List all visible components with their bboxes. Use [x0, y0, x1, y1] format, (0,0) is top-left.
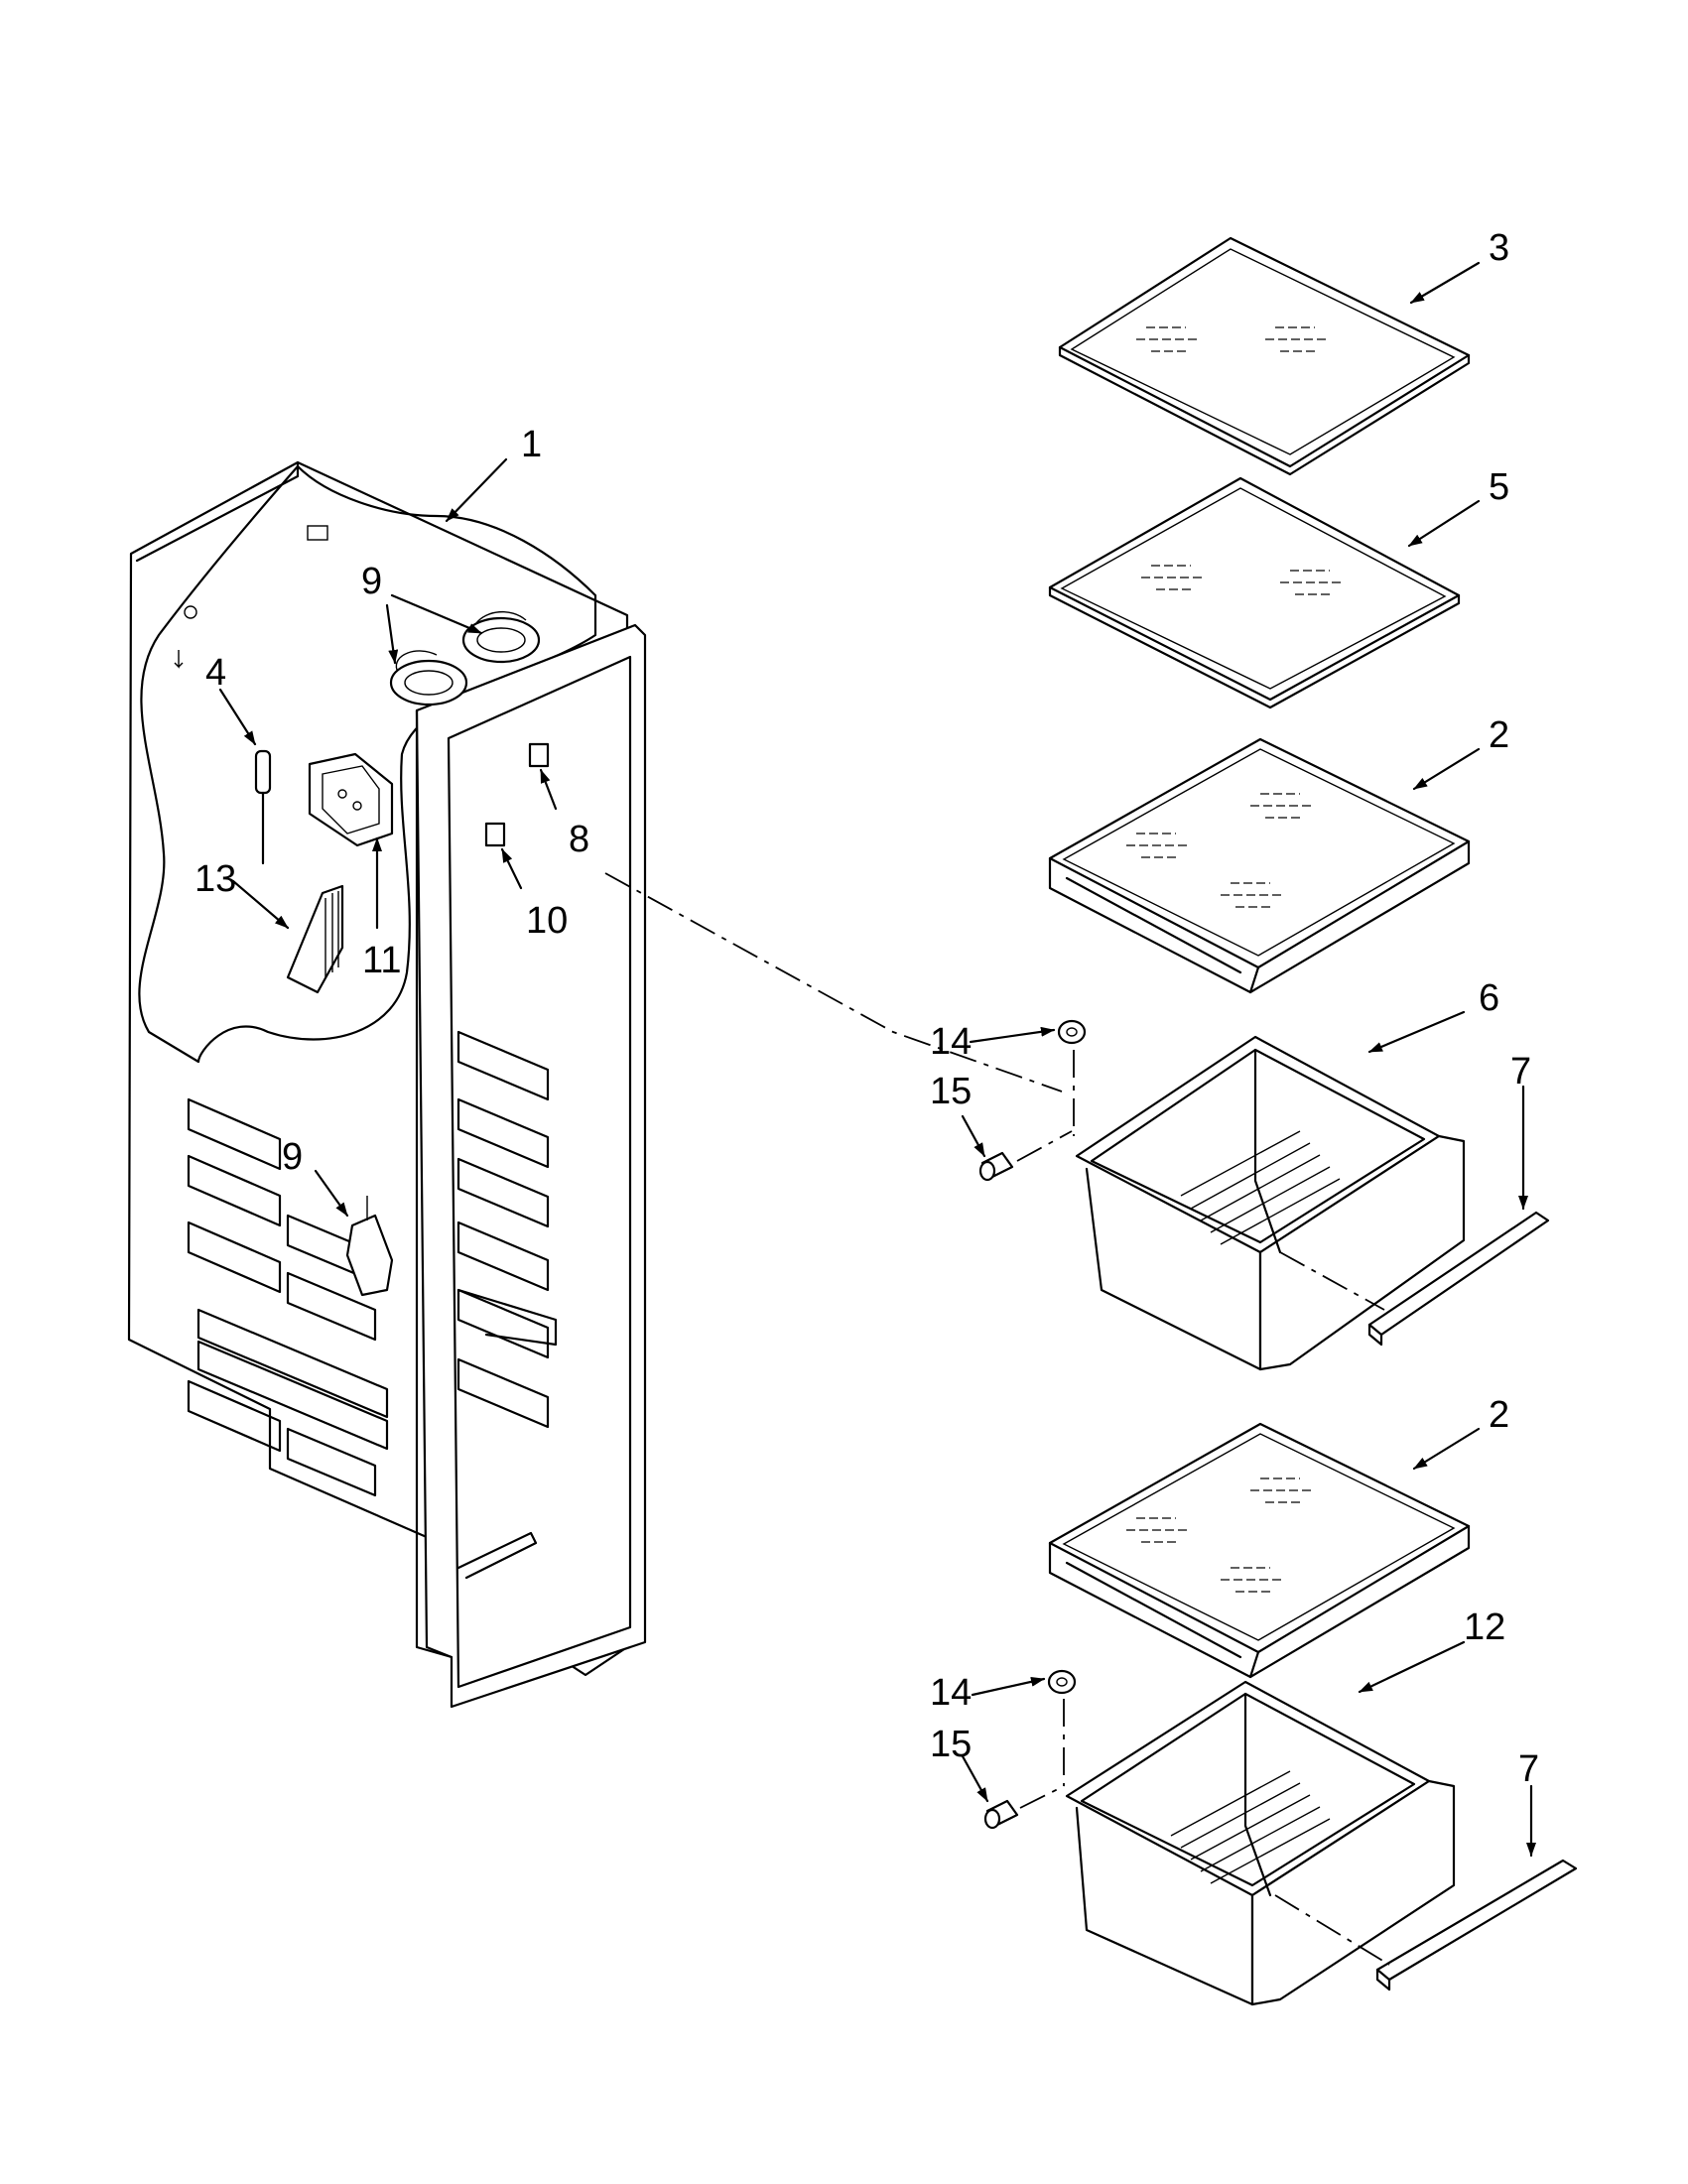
drawer-rail-lower: [1375, 1859, 1578, 1991]
callout-9-lower: 9: [282, 1136, 303, 1178]
callout-2-upper: 2: [1489, 714, 1509, 756]
light-assembly-lower: [345, 1196, 394, 1297]
thermistor-probe: [254, 749, 272, 865]
switch-upper: [528, 742, 550, 768]
callout-9-upper: 9: [361, 561, 382, 602]
switch-lower: [484, 822, 506, 847]
callout-8: 8: [569, 819, 589, 860]
glass-shelf-5: [1048, 476, 1461, 709]
callout-10: 10: [526, 900, 568, 942]
callout-4: 4: [205, 652, 226, 694]
right-wall-openings: [456, 1030, 558, 1429]
crisper-drawer-lower: [1065, 1680, 1456, 2006]
light-socket-upper-right: [461, 611, 541, 664]
glass-shelf-3: [1058, 236, 1471, 476]
roller-lower: [1047, 1669, 1077, 1695]
callout-14-upper: 14: [930, 1021, 972, 1063]
control-housing: [308, 752, 394, 847]
callout-13: 13: [195, 858, 236, 900]
callout-1: 1: [521, 424, 542, 465]
air-duct-cover: [286, 884, 344, 994]
light-socket-upper-left: [389, 650, 468, 707]
callout-6: 6: [1479, 977, 1499, 1019]
crisper-cover-lower: [1048, 1422, 1471, 1679]
callout-7-lower: 7: [1518, 1748, 1539, 1790]
leader-lines: [218, 261, 1536, 1858]
left-wall-openings: [187, 1097, 389, 1497]
callout-2-lower: 2: [1489, 1394, 1509, 1436]
callout-3: 3: [1489, 227, 1509, 269]
screw-upper: [978, 1151, 1014, 1182]
callout-7-upper: 7: [1510, 1051, 1531, 1092]
callout-5: 5: [1489, 466, 1509, 508]
refrigerator-liner: [127, 460, 647, 1709]
drawer-rail-upper: [1367, 1211, 1550, 1347]
callout-15-lower: 15: [930, 1724, 972, 1765]
callout-15-upper: 15: [930, 1071, 972, 1112]
crisper-drawer-upper: [1075, 1035, 1466, 1371]
callout-14-lower: 14: [930, 1672, 972, 1714]
screw-lower: [983, 1799, 1019, 1830]
crisper-cover-upper: [1048, 737, 1471, 994]
callout-12: 12: [1464, 1606, 1505, 1648]
roller-upper: [1057, 1019, 1087, 1045]
callout-11: 11: [362, 940, 401, 981]
